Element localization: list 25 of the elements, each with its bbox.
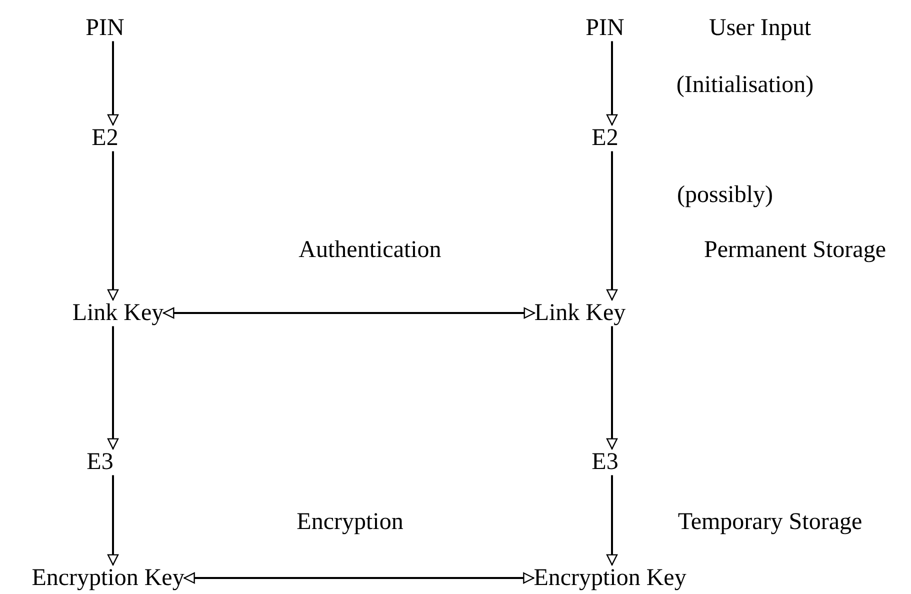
arrow bbox=[107, 326, 119, 450]
key-label: E3 bbox=[86, 448, 114, 476]
key-label: Encryption Key bbox=[32, 564, 184, 592]
note: Temporary Storage bbox=[678, 508, 862, 536]
arrow bbox=[606, 475, 618, 566]
arrow bbox=[606, 41, 618, 126]
arrow bbox=[107, 151, 119, 300]
arrow bbox=[107, 475, 119, 566]
key-label: Link Key bbox=[72, 300, 164, 326]
key-label: E2 bbox=[92, 124, 118, 152]
note: Permanent Storage bbox=[704, 236, 886, 264]
key-label: E3 bbox=[592, 448, 618, 476]
arrow bbox=[606, 151, 618, 300]
note: (Initialisation) bbox=[676, 72, 814, 98]
arrow bbox=[107, 41, 119, 126]
key-label: Encryption Key bbox=[534, 564, 686, 592]
key-label: PIN bbox=[586, 14, 624, 42]
key-label: Link Key bbox=[534, 300, 626, 326]
note: (possibly) bbox=[677, 182, 773, 208]
key-label: PIN bbox=[86, 14, 124, 42]
arrow bbox=[606, 326, 618, 450]
note: User Input bbox=[709, 14, 811, 42]
arrow bbox=[184, 572, 534, 584]
key-label: E2 bbox=[592, 124, 618, 152]
arrow bbox=[163, 307, 535, 319]
